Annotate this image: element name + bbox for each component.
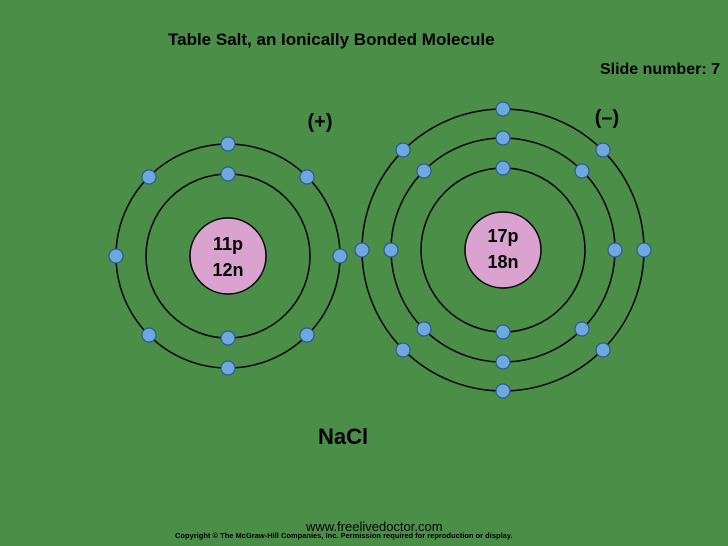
electron [299, 327, 315, 343]
slide-number: Slide number: 7 [599, 61, 720, 78]
sodium-nucleus [189, 217, 267, 295]
electron [495, 383, 511, 399]
electron [220, 330, 236, 346]
electron [416, 163, 432, 179]
electron [108, 248, 124, 264]
footer-url: www.freelivedoctor.com [306, 519, 443, 534]
electron [354, 242, 370, 258]
electron [416, 321, 432, 337]
sodium-charge: (+) [308, 111, 333, 133]
electron [595, 342, 611, 358]
chlorine-nucleus [464, 211, 542, 289]
electron [574, 321, 590, 337]
electron [332, 248, 348, 264]
electron [607, 242, 623, 258]
sodium-protons: 11p [213, 234, 243, 254]
electron [299, 169, 315, 185]
chlorine-electrons [354, 101, 652, 399]
chlorine-neutrons: 18n [487, 252, 518, 272]
copyright-notice: Copyright © The McGraw-Hill Companies, I… [175, 531, 513, 540]
sodium-electrons [108, 136, 348, 376]
sodium-atom: 11p 12n (+) [108, 111, 348, 376]
chlorine-atom: 17p 18n (–) [354, 101, 652, 399]
electron [495, 324, 511, 340]
chlorine-charge: (–) [595, 107, 619, 129]
electron [383, 242, 399, 258]
molecule-formula: NaCl [318, 424, 369, 449]
electron [574, 163, 590, 179]
electron [495, 354, 511, 370]
electron [495, 130, 511, 146]
slide-title: Table Salt, an Ionically Bonded Molecule [168, 30, 495, 49]
electron [141, 327, 157, 343]
chlorine-protons: 17p [487, 226, 518, 246]
electron [495, 101, 511, 117]
electron [395, 142, 411, 158]
sodium-neutrons: 12n [212, 260, 243, 280]
electron [220, 136, 236, 152]
electron [595, 142, 611, 158]
electron [220, 166, 236, 182]
electron [220, 360, 236, 376]
electron [395, 342, 411, 358]
electron [636, 242, 652, 258]
electron [141, 169, 157, 185]
electron [495, 160, 511, 176]
